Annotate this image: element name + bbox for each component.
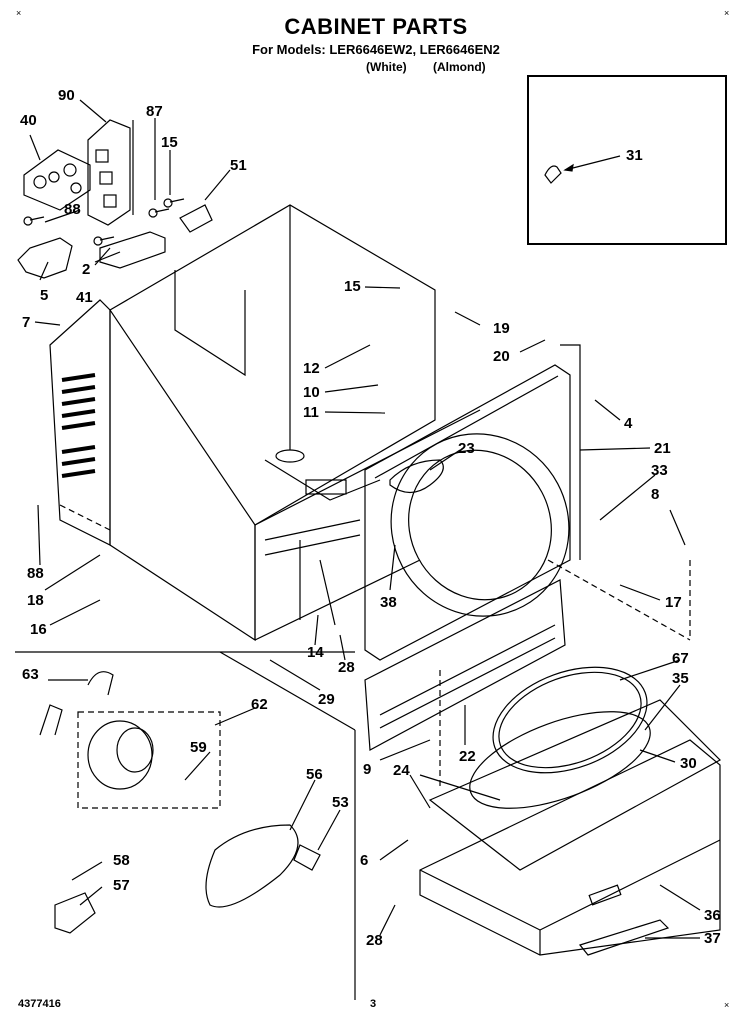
- part-label-15-upper: 15: [161, 134, 178, 151]
- part-label-62: 62: [251, 696, 268, 713]
- models-line: For Models: LER6646EW2, LER6646EN2: [252, 42, 500, 57]
- part-label-14: 14: [307, 644, 324, 661]
- part-label-63: 63: [22, 666, 39, 683]
- part-label-28-upper: 28: [338, 659, 355, 676]
- part-label-21: 21: [654, 440, 671, 457]
- part-label-16: 16: [30, 621, 47, 638]
- part-label-87: 87: [146, 103, 163, 120]
- front-panel: [364, 344, 581, 661]
- corner-mark-left: ×: [16, 8, 22, 18]
- page-title: CABINET PARTS: [284, 14, 468, 39]
- part-label-40: 40: [20, 112, 37, 129]
- detail-inset-box: [527, 75, 727, 245]
- part-label-19: 19: [493, 320, 510, 337]
- part-label-59: 59: [190, 739, 207, 756]
- part-label-41: 41: [76, 289, 93, 306]
- part-label-12: 12: [303, 360, 320, 377]
- part-label-17: 17: [665, 594, 682, 611]
- upper-left-parts: [17, 119, 213, 279]
- part-label-88-lower: 88: [27, 565, 44, 582]
- motor-assembly: [15, 651, 356, 1000]
- part-label-22: 22: [459, 748, 476, 765]
- part-label-2: 2: [82, 261, 91, 278]
- part-label-7: 7: [22, 314, 31, 331]
- part-label-35: 35: [672, 670, 689, 687]
- part-label-18: 18: [27, 592, 44, 609]
- part-label-31: 31: [626, 147, 643, 164]
- footer-page-number: 3: [370, 998, 377, 1010]
- part-label-57: 57: [113, 877, 130, 894]
- cabinet-body: [109, 204, 481, 642]
- part-label-6: 6: [360, 852, 369, 869]
- part-label-33: 33: [651, 462, 668, 479]
- part-label-30: 30: [680, 755, 697, 772]
- part-label-24: 24: [393, 762, 410, 779]
- part-label-90: 90: [58, 87, 75, 104]
- part-label-5: 5: [40, 287, 49, 304]
- part-label-56: 56: [306, 766, 323, 783]
- part-label-38: 38: [380, 594, 397, 611]
- part-label-8: 8: [651, 486, 660, 503]
- part-label-58: 58: [113, 852, 130, 869]
- rear-panel: [49, 299, 111, 546]
- part-label-15-middle: 15: [344, 278, 361, 295]
- part-label-53: 53: [332, 794, 349, 811]
- toe-panel-and-base: [364, 579, 721, 956]
- part-label-28-lower: 28: [366, 932, 383, 949]
- variant-almond: (Almond): [433, 60, 486, 74]
- part-label-37: 37: [704, 930, 721, 947]
- part-label-51: 51: [230, 157, 247, 174]
- corner-mark-right: ×: [724, 8, 730, 18]
- part-label-11: 11: [303, 404, 319, 421]
- part-label-4: 4: [624, 415, 633, 432]
- corner-mark-bottom-right: ×: [724, 1000, 730, 1010]
- part-label-36: 36: [704, 907, 721, 924]
- part-31-drawing: [544, 155, 621, 184]
- part-label-10: 10: [303, 384, 320, 401]
- part-label-20: 20: [493, 348, 510, 365]
- leader-lines: [29, 99, 701, 939]
- variant-white: (White): [366, 60, 407, 74]
- part-label-29: 29: [318, 691, 335, 708]
- footer-document-number: 4377416: [18, 998, 61, 1010]
- part-label-88-upper: 88: [64, 201, 81, 218]
- part-label-9: 9: [363, 761, 372, 778]
- part-label-67: 67: [672, 650, 689, 667]
- part-label-23: 23: [458, 440, 475, 457]
